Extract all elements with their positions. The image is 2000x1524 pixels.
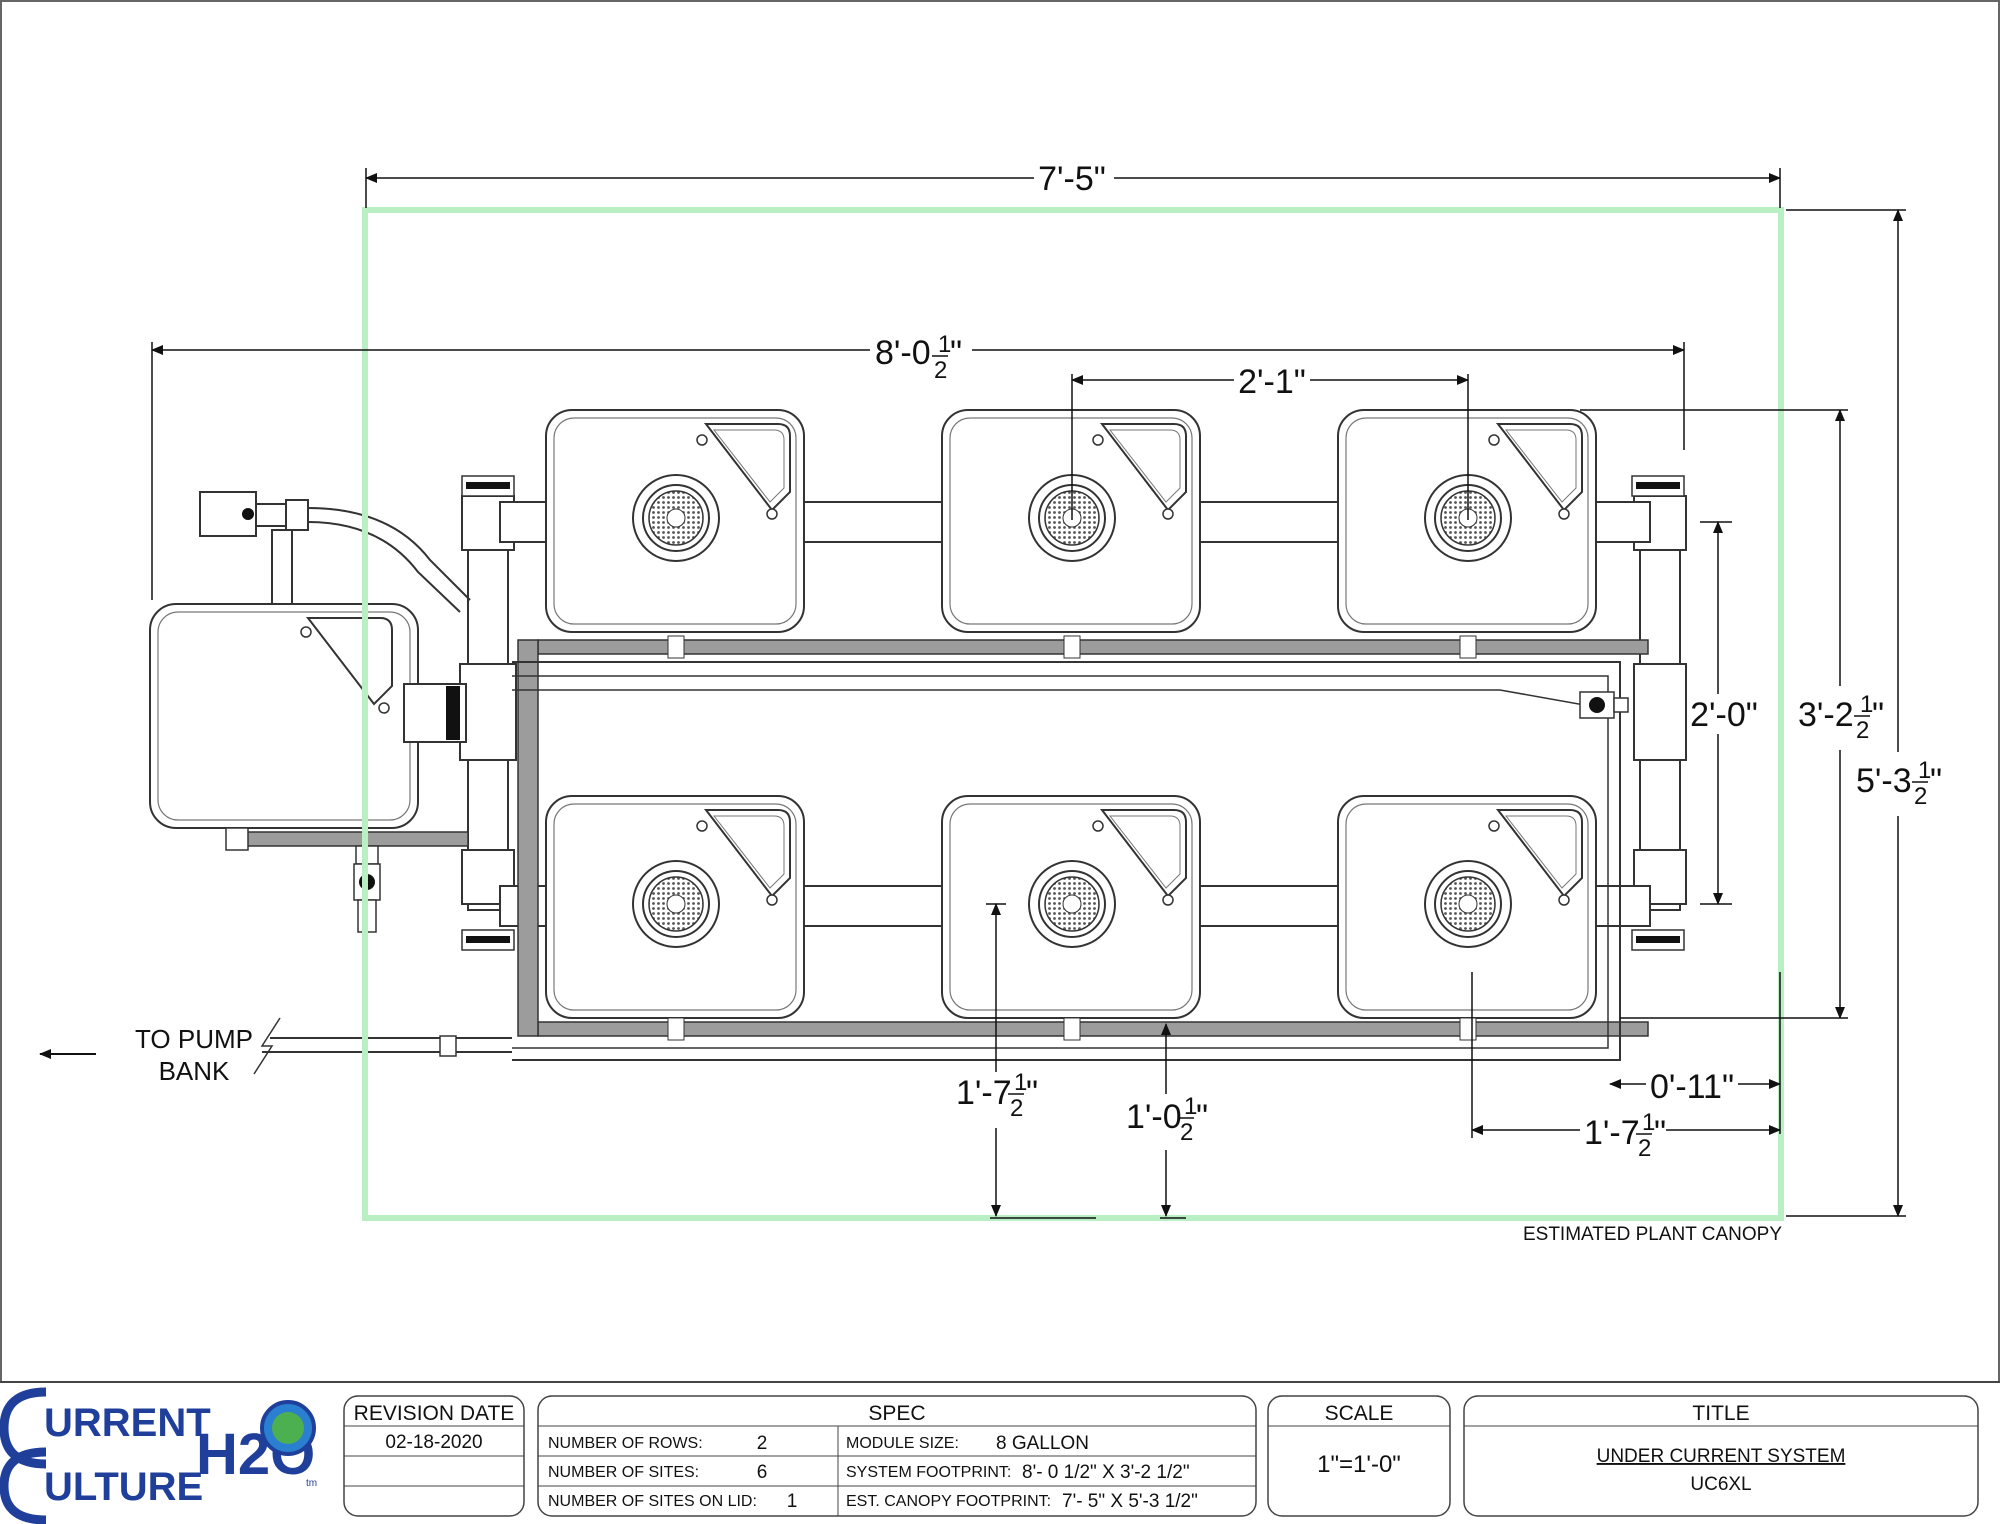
company-logo: URRENT ULTURE H2O tm xyxy=(0,1387,317,1524)
dim-offset-lower: 1'-0 xyxy=(1126,1098,1182,1136)
canopy-footprint-label: EST. CANOPY FOOTPRINT: xyxy=(846,1493,1051,1510)
lid-label: NUMBER OF SITES ON LID: xyxy=(548,1493,757,1510)
dim-system-width: 8'-0 xyxy=(875,334,931,372)
dim-canopy-depth-den: 2 xyxy=(1914,783,1927,810)
logo-tm: tm xyxy=(306,1478,317,1489)
dim-canopy-depth-tail: " xyxy=(1930,762,1942,800)
dim-system-width-den: 2 xyxy=(934,357,947,384)
dim-offset-right-den: 2 xyxy=(1638,1135,1651,1162)
module-size-label: MODULE SIZE: xyxy=(846,1435,959,1452)
scale-value: 1"=1'-0" xyxy=(1317,1451,1401,1478)
drawing-title: UNDER CURRENT SYSTEM xyxy=(1597,1446,1846,1467)
dim-canopy-width: 7'-5" xyxy=(1038,160,1106,198)
plant-canopy-outline xyxy=(362,207,1784,1221)
dim-offset-center-tail: " xyxy=(1026,1074,1038,1112)
module-bottom-3 xyxy=(1337,795,1597,1019)
rows-label: NUMBER OF ROWS: xyxy=(548,1435,703,1452)
scale-box xyxy=(1267,1395,1451,1517)
sites-label: NUMBER OF SITES: xyxy=(548,1464,699,1481)
dim-offset-right-num: 1 xyxy=(1642,1109,1655,1136)
revision-date: 02-18-2020 xyxy=(385,1432,482,1453)
logo-line2: ULTURE xyxy=(44,1465,203,1509)
drawing-model: UC6XL xyxy=(1690,1474,1751,1495)
dim-system-depth: 3'-2 xyxy=(1798,696,1854,734)
dim-offset-right: 1'-7 xyxy=(1584,1114,1640,1152)
dim-module-spacing: 2'-1" xyxy=(1238,363,1306,401)
module-size-value: 8 GALLON xyxy=(996,1433,1089,1454)
spec-label: SPEC xyxy=(868,1402,925,1425)
footprint-label: SYSTEM FOOTPRINT: xyxy=(846,1464,1011,1481)
dim-system-depth-den: 2 xyxy=(1856,717,1869,744)
module-bottom-2 xyxy=(941,795,1201,1019)
scale-label: SCALE xyxy=(1325,1402,1394,1425)
dim-system-width-num: 1 xyxy=(938,331,951,358)
dim-offset-right-tail: " xyxy=(1654,1114,1666,1152)
dim-offset-center: 1'-7 xyxy=(956,1074,1012,1112)
hydroponic-system-plan xyxy=(39,409,1687,1075)
logo-line1: URRENT xyxy=(44,1401,211,1445)
pump-label-line2: BANK xyxy=(159,1056,230,1086)
module-top-1 xyxy=(545,409,805,633)
dim-offset-center-den: 2 xyxy=(1010,1095,1023,1122)
dim-offset-center-num: 1 xyxy=(1014,1069,1027,1096)
canopy-label: ESTIMATED PLANT CANOPY xyxy=(1523,1224,1782,1245)
module-bottom-1 xyxy=(545,795,805,1019)
dim-offset-lower-num: 1 xyxy=(1184,1093,1197,1120)
title-label: TITLE xyxy=(1692,1402,1749,1425)
module-top-3 xyxy=(1337,409,1597,633)
canopy-footprint-value: 7'- 5" X 5'-3 1/2" xyxy=(1062,1491,1198,1512)
dim-row-spacing: 2'-0" xyxy=(1690,696,1758,734)
lid-value: 1 xyxy=(787,1491,798,1512)
dim-canopy-depth-num: 1 xyxy=(1918,757,1931,784)
dim-system-depth-tail: " xyxy=(1872,696,1884,734)
rows-value: 2 xyxy=(757,1433,768,1454)
footprint-value: 8'- 0 1/2" X 3'-2 1/2" xyxy=(1022,1462,1190,1483)
module-top-2 xyxy=(941,409,1201,633)
dim-offset-lower-den: 2 xyxy=(1180,1119,1193,1146)
pump-label-line1: TO PUMP xyxy=(135,1024,253,1054)
dim-system-depth-num: 1 xyxy=(1860,691,1873,718)
sites-value: 6 xyxy=(757,1462,768,1483)
title-box xyxy=(1463,1395,1979,1517)
dim-offset-lower-tail: " xyxy=(1196,1098,1208,1136)
dim-edge-offset-right: 0'-11" xyxy=(1650,1068,1734,1106)
dim-canopy-depth: 5'-3 xyxy=(1856,762,1912,800)
revision-label: REVISION DATE xyxy=(354,1402,515,1425)
dim-system-width-tail: " xyxy=(950,334,962,372)
